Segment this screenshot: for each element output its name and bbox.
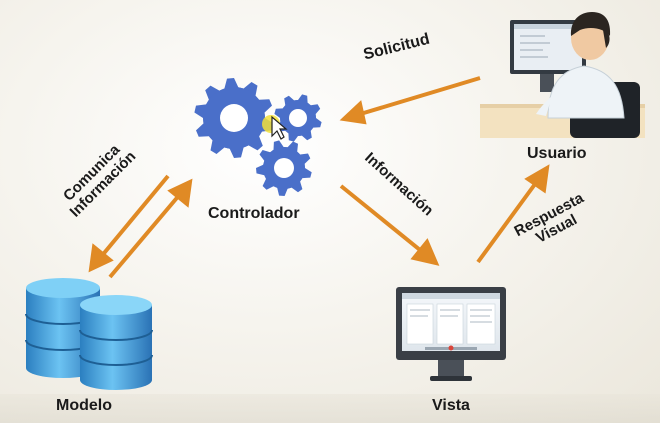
monitor-icon <box>396 287 506 381</box>
arrow-model-to-controller <box>108 178 193 279</box>
floor-band <box>0 394 660 423</box>
gear-medium-hole <box>274 158 294 178</box>
arrow-controller-to-model <box>88 174 170 273</box>
user-at-desk-icon <box>480 12 645 138</box>
view-label: Vista <box>432 397 470 414</box>
model-label: Modelo <box>56 397 112 414</box>
arrow-solicitud <box>339 76 481 125</box>
arrow-respuesta-visual <box>476 164 550 264</box>
mouse-cursor-icon <box>262 115 288 140</box>
gear-small-hole <box>289 109 307 127</box>
user-label: Usuario <box>527 145 587 162</box>
gears-icon <box>194 78 322 196</box>
database-icon <box>25 278 153 390</box>
arrow-informacion <box>339 184 440 266</box>
gear-large-hole <box>220 104 248 132</box>
controller-label: Controlador <box>208 205 300 222</box>
